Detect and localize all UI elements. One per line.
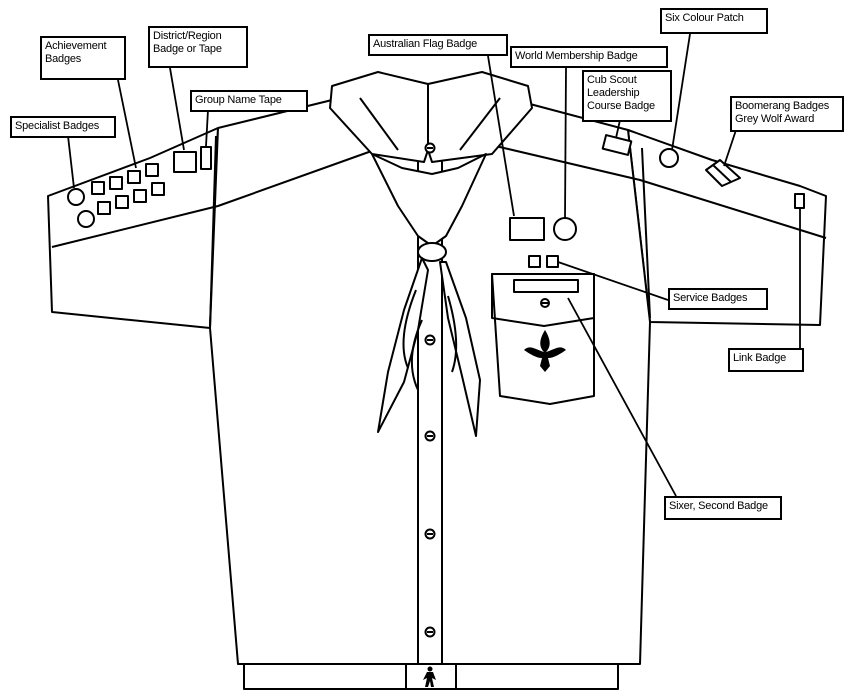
link-badge-label: Link Badge [728,348,804,372]
sixer-badge [514,280,578,292]
specialist-badge [78,211,94,227]
service-badges-label: Service Badges [668,288,768,310]
service-badge [529,256,540,267]
six-colour-patch-label: Six Colour Patch [660,8,768,34]
flag-badge [510,218,544,240]
world-badge [554,218,576,240]
district-badge [174,152,196,172]
australian-flag-badge-label: Australian Flag Badge [368,34,508,56]
group-name-tape [201,147,211,169]
specialist-badges-label: Specialist Badges [10,116,116,138]
specialist-badge [68,189,84,205]
world-membership-badge-label: World Membership Badge [510,46,668,68]
service-badge [547,256,558,267]
sixer-second-badge-label: Sixer, Second Badge [664,496,782,520]
link-badge [795,194,804,208]
six-colour-patch [660,149,678,167]
group-name-tape-label: Group Name Tape [190,90,308,112]
